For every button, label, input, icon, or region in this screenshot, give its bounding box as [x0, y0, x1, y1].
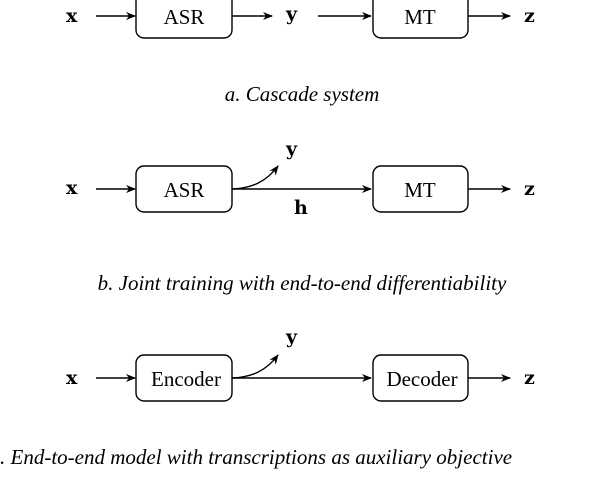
panel-b-hidden-h: h [294, 197, 308, 219]
panel-b-mt-label: MT [404, 178, 436, 202]
panel-c-input-x: x [66, 367, 78, 389]
panel-a-caption: a. Cascade system [225, 82, 380, 106]
panel-c-edge-encoder-to-y [231, 354, 279, 379]
panel-b: x ASR y h MT z b. Joint training with en… [66, 138, 535, 295]
panel-b-branch-y: y [285, 138, 298, 160]
panel-c-output-z: z [524, 367, 535, 389]
panel-a-middle-y: y [285, 3, 298, 25]
panel-a-mt-block [372, 0, 469, 39]
panel-c: x Encoder y Decoder z . End-to-end model… [0, 326, 535, 469]
panel-c-encoder-label: Encoder [151, 367, 221, 391]
panel-b-asr-label: ASR [164, 178, 205, 202]
panel-b-caption: b. Joint training with end-to-end differ… [98, 271, 507, 295]
panel-b-output-z: z [524, 178, 535, 200]
panel-c-decoder-label: Decoder [386, 367, 457, 391]
panel-a-output-z: z [524, 5, 535, 27]
panel-a: x ASR y MT z a. Cascade system [66, 0, 535, 106]
panel-b-input-x: x [66, 177, 78, 199]
panel-c-caption: . End-to-end model with transcriptions a… [0, 445, 512, 469]
panel-a-input-x: x [66, 5, 78, 27]
panel-a-asr-label: ASR [164, 5, 205, 29]
panel-a-asr-block [135, 0, 233, 39]
panel-a-mt-label: MT [404, 5, 436, 29]
panel-c-branch-y: y [285, 326, 298, 348]
panel-b-edge-asr-to-y [231, 165, 279, 190]
